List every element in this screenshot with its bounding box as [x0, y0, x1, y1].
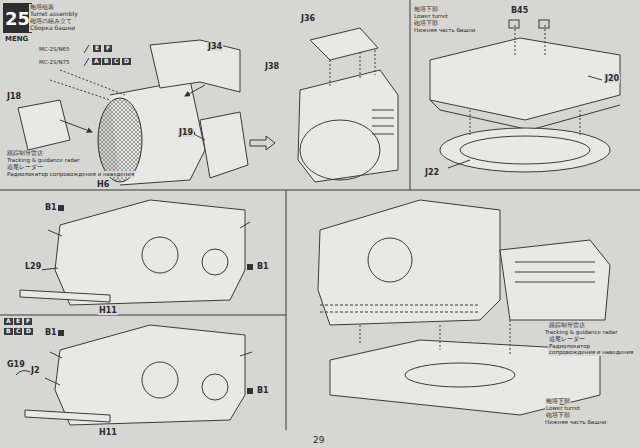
part-number: H6	[96, 180, 110, 189]
instruction-text: Радиолокатор сопровождения и наведения	[548, 343, 635, 356]
instruction-text: 跟踪制导雷达	[6, 150, 44, 156]
variant-code: A	[92, 58, 101, 65]
instruction-text: MC-2S/N75	[38, 59, 71, 65]
part-number: B1	[256, 386, 270, 395]
step-number: 25	[5, 8, 30, 29]
part-number: J18	[6, 92, 22, 101]
instruction-text: 追尾レーダー	[6, 164, 44, 170]
instruction-text: MC-2S/N65	[38, 46, 71, 52]
instruction-text: 砲塔下部	[545, 412, 571, 418]
variant-code: D	[122, 58, 131, 65]
part-number: J22	[424, 168, 440, 177]
variant-code: D	[24, 328, 33, 335]
instruction-text: Нижняя часть башни	[413, 27, 476, 33]
instruction-text: Lower turret	[545, 405, 581, 411]
part-number: L29	[24, 262, 42, 271]
part-number: J20	[604, 74, 620, 83]
part-number: H11	[98, 428, 118, 437]
variant-code: E	[93, 45, 101, 52]
page-number: 29	[312, 435, 325, 445]
instruction-text: 炮塔组装	[29, 4, 55, 11]
variant-code: E	[14, 318, 22, 325]
part-number: G19	[6, 360, 26, 369]
instruction-text: Lower turret	[413, 13, 449, 19]
variant-code: B	[102, 58, 111, 65]
part-number: J34	[207, 42, 223, 51]
variant-code: C	[14, 328, 22, 335]
instruction-text: 炮塔下部	[545, 398, 571, 404]
instruction-text: 追尾レーダー	[548, 336, 586, 342]
variant-code: C	[112, 58, 120, 65]
variant-code: F	[104, 45, 112, 52]
instruction-text: Нижняя часть башни	[544, 419, 636, 425]
step-number-box: 25	[3, 3, 32, 33]
instruction-text: 跟踪制导雷达	[548, 322, 586, 328]
part-number: B1	[44, 203, 58, 212]
variant-code: A	[4, 318, 13, 325]
instruction-text: Tracking & guidance radar	[6, 157, 80, 163]
part-number: J2	[30, 366, 41, 375]
part-number: J36	[300, 14, 316, 23]
part-number: B45	[510, 6, 529, 15]
instruction-text: 砲塔下部	[413, 20, 439, 26]
part-number: B1	[44, 328, 58, 337]
variant-code: F	[24, 318, 32, 325]
instruction-text: Радиолокатор сопровождения и наведения	[6, 171, 135, 177]
instruction-text: 砲塔の組み立て	[29, 18, 73, 25]
variant-code: B	[4, 328, 13, 335]
brand-name: MENG	[4, 35, 29, 43]
instruction-text: Сборка башни	[29, 25, 76, 32]
instruction-text: Turret assembly	[29, 11, 79, 18]
part-number: J38	[264, 62, 280, 71]
instruction-text: 炮塔下部	[413, 6, 439, 12]
part-number: H11	[98, 306, 118, 315]
instruction-text: Tracking & guidance radar	[544, 329, 636, 335]
part-number: J19	[178, 128, 194, 137]
part-number: B1	[256, 262, 270, 271]
